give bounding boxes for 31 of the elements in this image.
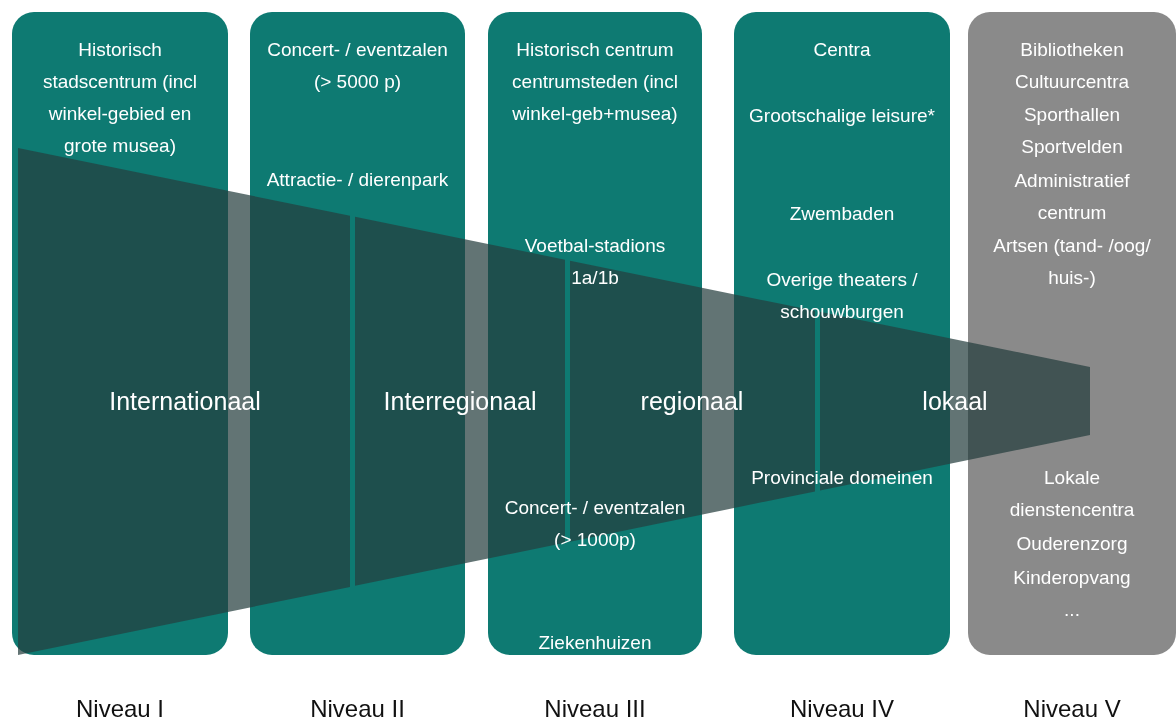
- facility-text: Provinciale domeinen: [750, 466, 934, 490]
- facility-text: Grootschalige leisure*: [748, 104, 936, 128]
- facility-text: Concert- / eventzalen (> 5000 p): [266, 38, 449, 94]
- facility-text: Historisch centrum centrumsteden (incl winkel-geb+musea): [511, 38, 679, 126]
- facility-text: Overige theaters / schouwburgen: [765, 268, 919, 324]
- level-label: Niveau IV: [788, 695, 896, 723]
- level-label: Niveau III: [543, 695, 647, 723]
- facility-text: Sportvelden: [1020, 135, 1124, 159]
- facility-text: Zwembaden: [788, 202, 896, 226]
- facility-text: Ziekenhuizen: [537, 631, 653, 655]
- level-label: Niveau II: [309, 695, 406, 723]
- facility-text: Attractie- / dierenpark: [265, 168, 450, 192]
- facility-text: Centra: [812, 38, 872, 62]
- level-label: Niveau I: [74, 695, 165, 723]
- facility-text: Lokale dienstencentra: [1008, 466, 1136, 522]
- facility-text: Artsen (tand- /oog/ huis-): [992, 234, 1152, 290]
- scope-label: Interregionaal: [383, 387, 537, 416]
- facility-text: Ouderenzorg: [1015, 532, 1129, 556]
- level-label: Niveau V: [1022, 695, 1122, 723]
- facility-text: Kinderopvang: [1012, 566, 1132, 590]
- facility-text: Bibliotheken: [1019, 38, 1125, 62]
- scope-label: regionaal: [640, 387, 744, 416]
- facility-text: Historisch stadscentrum (incl winkel-gebied en grote musea): [41, 38, 199, 158]
- facility-text: Administratief centrum: [1013, 169, 1131, 225]
- scope-label: lokaal: [922, 387, 988, 416]
- facility-text: Concert- / eventzalen (> 1000p): [503, 496, 687, 552]
- facility-text: ...: [1063, 598, 1081, 622]
- facility-text: Cultuurcentra: [1013, 70, 1131, 94]
- scope-label: Internationaal: [109, 387, 261, 416]
- facility-text: Voetbal-stadions 1a/1b: [523, 234, 667, 290]
- facility-text: Sporthallen: [1022, 103, 1122, 127]
